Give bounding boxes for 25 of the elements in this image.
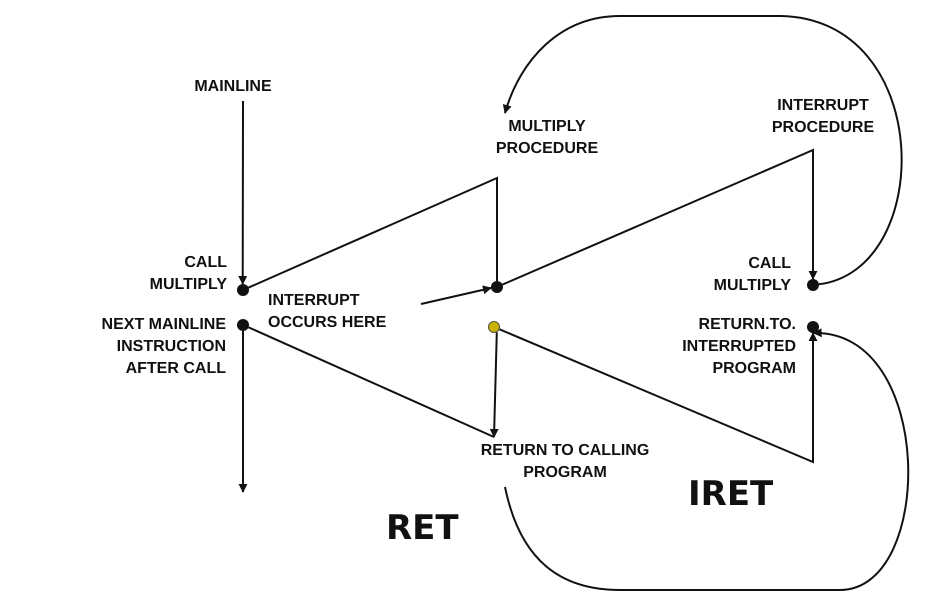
flow-arrow	[499, 328, 818, 464]
junction-dot	[237, 284, 249, 296]
step-label: INTERRUPT OCCURS HERE	[268, 290, 418, 334]
flow-arrow	[504, 330, 909, 591]
flow-arrow	[420, 285, 492, 305]
flow-arrow	[503, 15, 902, 286]
step-label: MULTIPLY PROCEDURE	[462, 116, 632, 160]
flow-arrow	[238, 331, 248, 493]
junction-dot	[491, 281, 503, 293]
step-label: INTERRUPT PROCEDURE	[728, 95, 918, 139]
junction-dot	[488, 321, 500, 333]
flow-arrow	[490, 332, 499, 438]
step-label: RETURN.TO. INTERRUPTED PROGRAM	[600, 314, 796, 380]
step-label: CALL MULTIPLY	[127, 252, 227, 296]
step-label: RETURN TO CALLING PROGRAM	[480, 440, 650, 484]
step-label: CALL MULTIPLY	[690, 253, 791, 297]
junction-dot	[807, 279, 819, 291]
flow-arrow	[502, 148, 818, 286]
step-label: NEXT MAINLINE INSTRUCTION AFTER CALL	[90, 314, 226, 380]
instruction-label: IRET	[688, 474, 774, 514]
junction-dot	[237, 319, 249, 331]
instruction-label: RET	[386, 508, 459, 548]
junction-dot	[807, 321, 819, 333]
step-label: MAINLINE	[178, 76, 288, 98]
flow-arrow	[238, 101, 248, 285]
